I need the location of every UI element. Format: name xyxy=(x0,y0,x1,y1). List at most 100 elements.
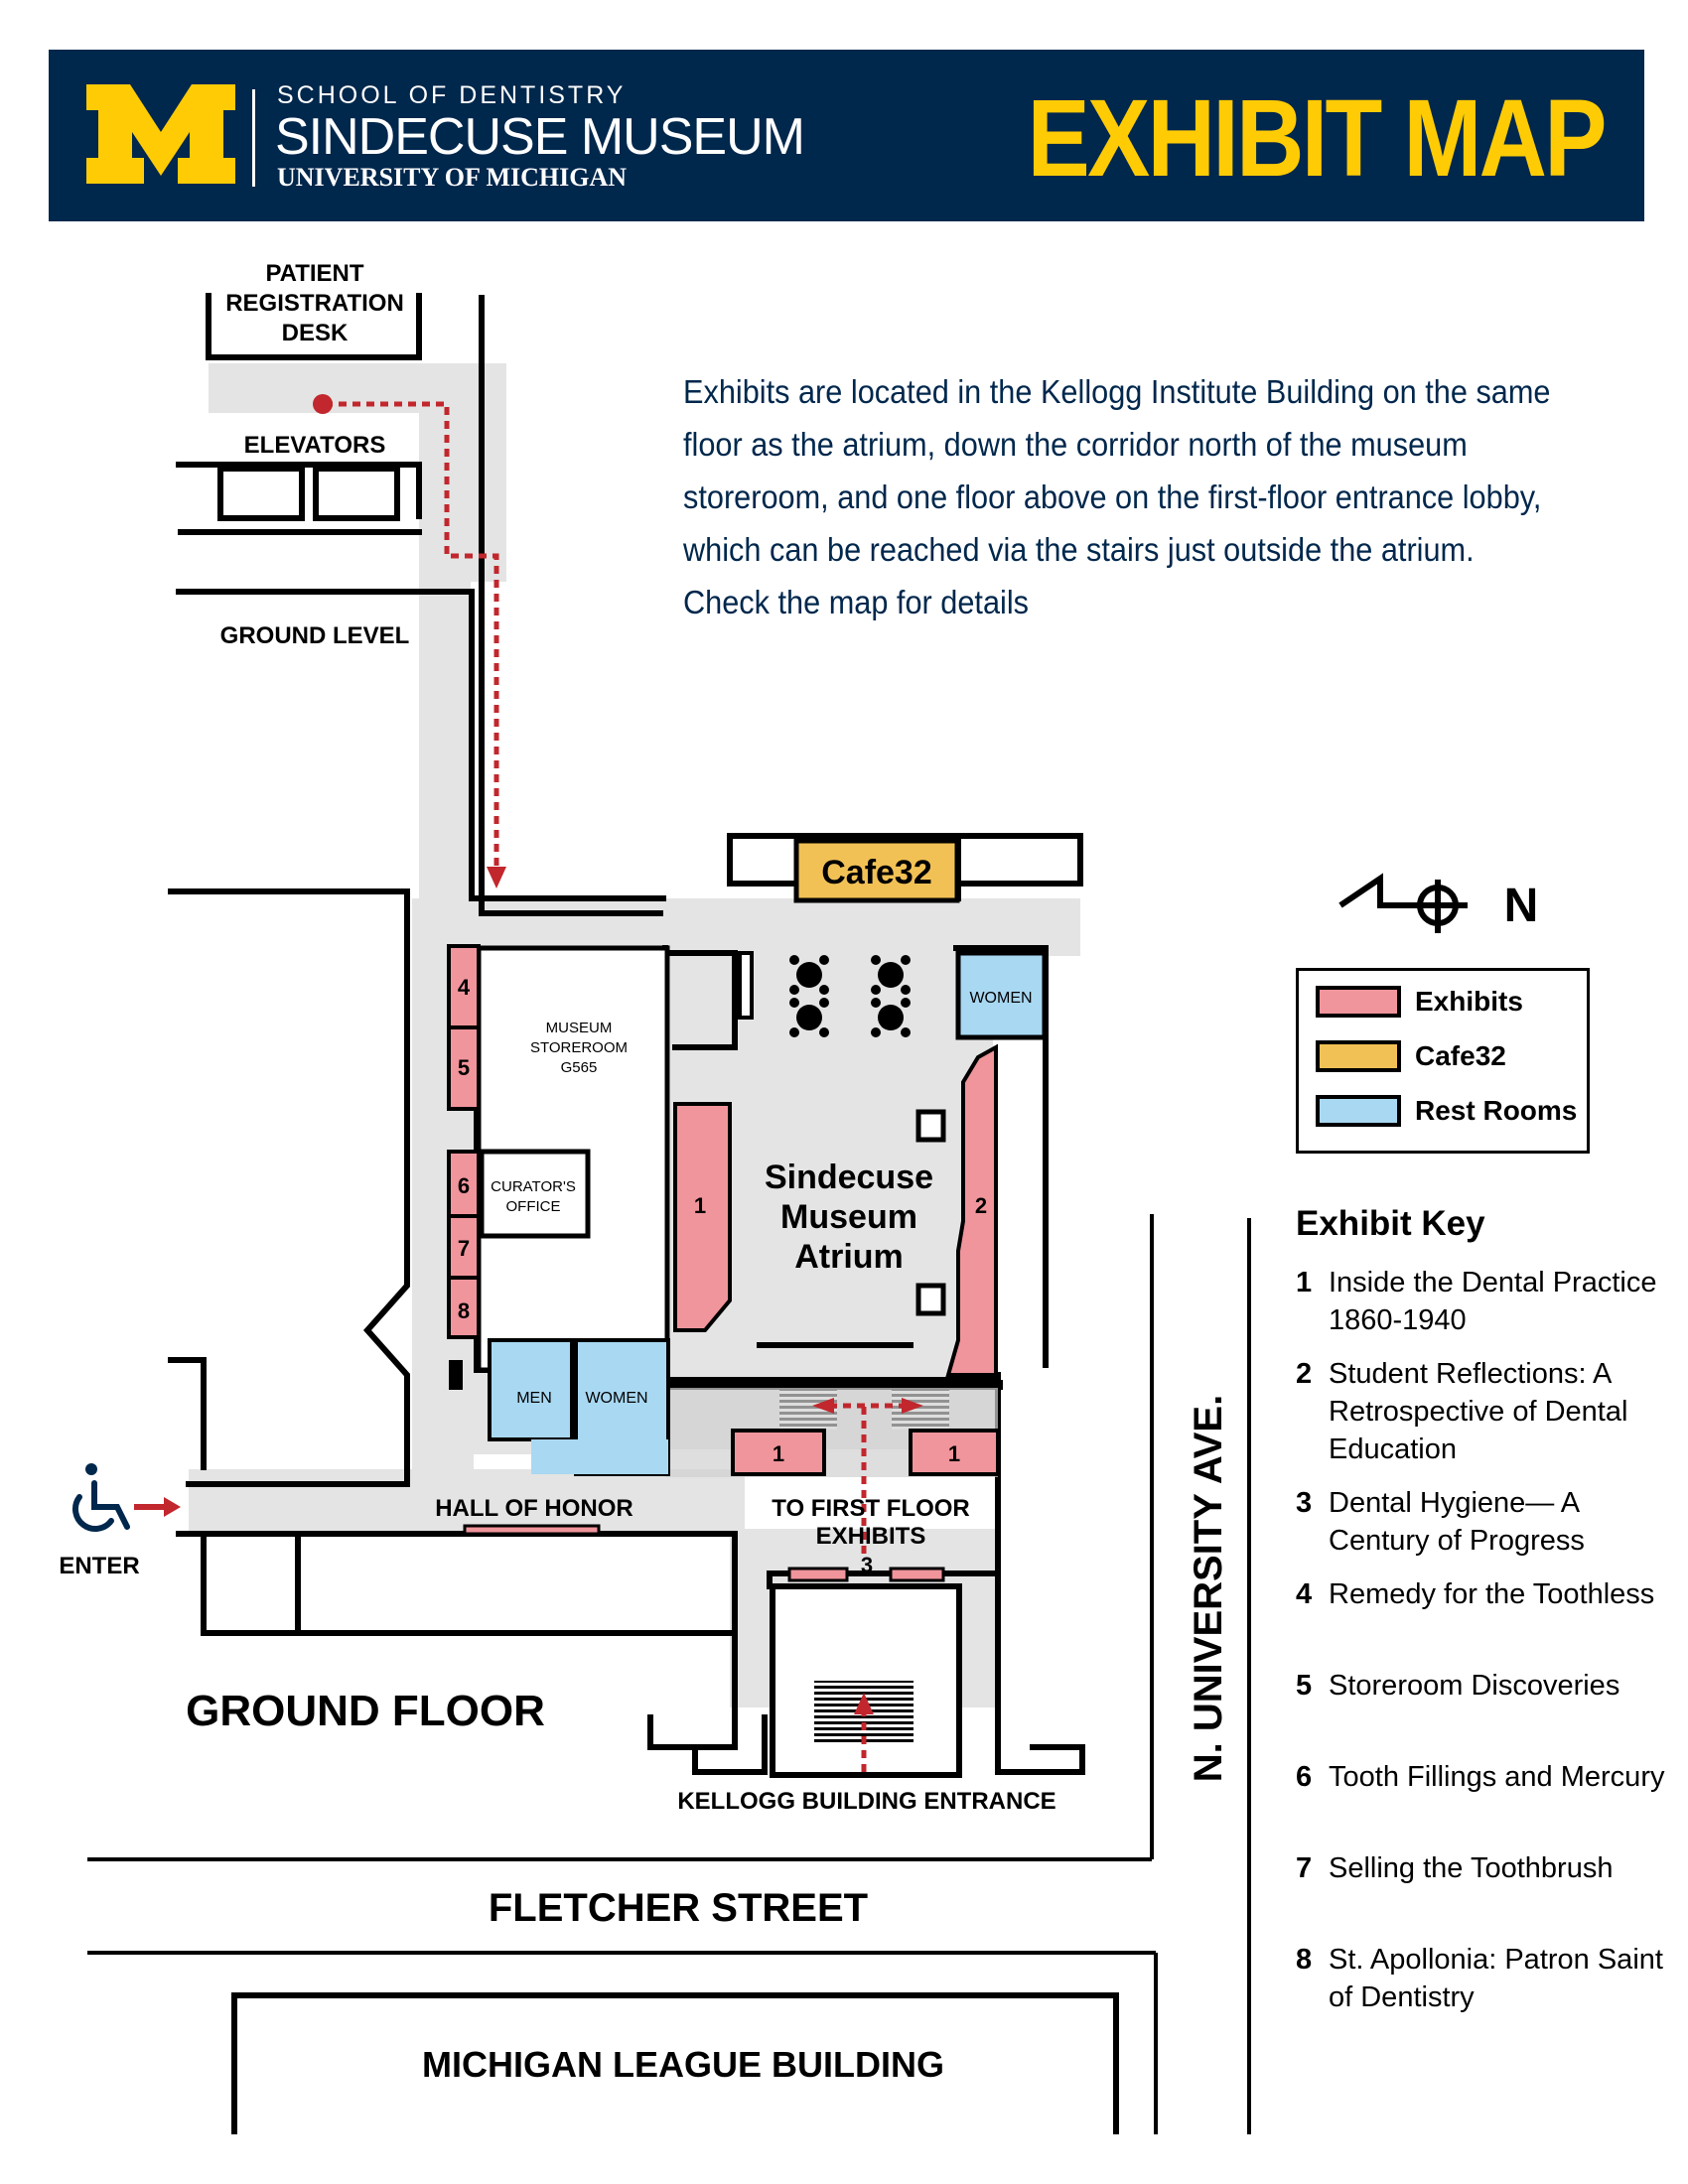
key-item: 5 Storeroom Discoveries xyxy=(1296,1667,1673,1758)
legend-swatch-cafe xyxy=(1316,1040,1401,1072)
atrium-column-1 xyxy=(915,1109,946,1143)
legend-swatch-exhibits xyxy=(1316,986,1401,1018)
north-label: N xyxy=(1504,880,1539,932)
school-name: SCHOOL OF DENTISTRY xyxy=(277,81,627,109)
legend-label: Cafe32 xyxy=(1415,1040,1506,1071)
elevator-shafts xyxy=(217,466,400,521)
key-item: 8 St. Apollonia: Patron Saint of Dentistr… xyxy=(1296,1941,1673,2032)
route-arrow-right xyxy=(902,1398,923,1414)
exhibit-3-left xyxy=(787,1567,849,1582)
enter-label: ENTER xyxy=(59,1553,139,1579)
legend-label: Rest Rooms xyxy=(1415,1095,1578,1126)
key-text: Student Reflections: A Retrospective of … xyxy=(1329,1358,1628,1465)
exhibit-number-5: 5 xyxy=(458,1055,470,1080)
women-top-label: WOMEN xyxy=(969,990,1032,1007)
storeroom-label-3: G565 xyxy=(561,1059,598,1076)
key-item: 6 Tooth Fillings and Mercury xyxy=(1296,1758,1673,1849)
wall-block xyxy=(449,1360,463,1390)
streets xyxy=(87,1214,1251,2134)
storeroom-label-2: STOREROOM xyxy=(530,1039,628,1056)
legend-exhibits: Exhibits xyxy=(1316,986,1523,1018)
key-text: Inside the Dental Practice 1860-1940 xyxy=(1329,1267,1657,1336)
atrium-tables xyxy=(789,955,911,1037)
elevators-label: ELEVATORS xyxy=(244,432,386,459)
key-number: 7 xyxy=(1296,1852,1313,1884)
atrium-label-2: Museum xyxy=(780,1198,917,1236)
exhibit-number-2: 2 xyxy=(975,1193,987,1218)
legend-label: Exhibits xyxy=(1415,986,1523,1017)
museum-name: SINDECUSE MUSEUM xyxy=(275,108,805,166)
key-number: 2 xyxy=(1296,1358,1313,1390)
exhibit-2-atrium xyxy=(945,1043,998,1377)
atrium-label-1: Sindecuse xyxy=(765,1159,933,1196)
key-number: 8 xyxy=(1296,1944,1313,1976)
legend-restrooms: Rest Rooms xyxy=(1316,1095,1577,1127)
kellogg-entrance-label: KELLOGG BUILDING ENTRANCE xyxy=(677,1788,1055,1815)
hall-of-honor-label: HALL OF HONOR xyxy=(435,1495,633,1522)
exhibit-number-1-right: 1 xyxy=(948,1441,960,1466)
key-number: 5 xyxy=(1296,1670,1313,1702)
patient-desk-label-2: REGISTRATION xyxy=(225,290,404,317)
ground-floor-label: GROUND FLOOR xyxy=(186,1687,545,1735)
cafe-room xyxy=(793,838,960,903)
route-start-dot xyxy=(313,394,333,414)
key-number: 3 xyxy=(1296,1487,1313,1519)
key-item: 3 Dental Hygiene— A Century of Progress xyxy=(1296,1484,1673,1575)
atrium-window xyxy=(738,951,754,1020)
women-bottom-label: WOMEN xyxy=(585,1390,647,1407)
restroom-women-top xyxy=(955,950,1048,1040)
key-text: Remedy for the Toothless xyxy=(1329,1578,1655,1610)
legend-box: Exhibits Cafe32 Rest Rooms xyxy=(1296,968,1590,1154)
storeroom-label-1: MUSEUM xyxy=(546,1020,613,1036)
exhibit-number-6: 6 xyxy=(458,1173,470,1198)
exhibit-8 xyxy=(447,1276,481,1339)
curator-office xyxy=(479,1149,591,1239)
exhibit-number-3: 3 xyxy=(861,1553,873,1577)
cafe-label: Cafe32 xyxy=(821,854,932,891)
to-first-floor-label-2: EXHIBITS xyxy=(816,1523,926,1550)
exhibit-number-7: 7 xyxy=(458,1236,470,1261)
header-banner: SCHOOL OF DENTISTRY SINDECUSE MUSEUM UNI… xyxy=(49,50,1644,221)
atrium-label-3: Atrium xyxy=(794,1238,904,1276)
key-text: Selling the Toothbrush xyxy=(1329,1852,1614,1884)
key-item: 2 Student Reflections: A Retrospective of… xyxy=(1296,1355,1673,1484)
exhibit-1-left xyxy=(731,1429,826,1476)
fletcher-street-label: FLETCHER STREET xyxy=(489,1886,868,1930)
key-number: 6 xyxy=(1296,1761,1313,1793)
wheelchair-icon xyxy=(72,1463,130,1532)
patient-desk-label-1: PATIENT xyxy=(265,260,363,287)
exhibit-key-title: Exhibit Key xyxy=(1296,1204,1485,1243)
exhibits-left-column xyxy=(447,944,481,1339)
exhibit-5 xyxy=(447,1025,481,1111)
curator-label-1: CURATOR'S xyxy=(491,1178,576,1195)
key-text: Storeroom Discoveries xyxy=(1329,1670,1620,1702)
block-m-logo xyxy=(86,84,235,184)
curator-label-2: OFFICE xyxy=(506,1198,561,1215)
exhibit-1-atrium xyxy=(673,1102,732,1332)
logo-separator xyxy=(252,89,255,187)
route-path xyxy=(325,401,867,1772)
patient-desk-label-3: DESK xyxy=(282,320,349,346)
key-text: Dental Hygiene— A Century of Progress xyxy=(1329,1487,1585,1557)
enter-arrow-head xyxy=(164,1497,181,1517)
restroom-women-lower xyxy=(531,1439,668,1474)
men-label: MEN xyxy=(516,1390,552,1407)
route-arrow-up xyxy=(854,1693,874,1714)
university-ave-label: N. UNIVERSITY AVE. xyxy=(1187,1395,1230,1782)
exhibit-4 xyxy=(447,944,481,1029)
route-arrow-left xyxy=(812,1398,834,1414)
atrium-column-2 xyxy=(915,1283,946,1316)
restroom-men xyxy=(488,1338,574,1441)
intro-text: Exhibits are located in the Kellogg Inst… xyxy=(683,373,1551,620)
page-title: EXHIBIT MAP xyxy=(1027,77,1608,200)
legend-swatch-restrooms xyxy=(1316,1095,1401,1127)
key-text: St. Apollonia: Patron Saint of Dentistry xyxy=(1329,1944,1663,2013)
key-number: 1 xyxy=(1296,1267,1313,1298)
hall-of-honor-exhibit xyxy=(463,1524,601,1536)
legend-cafe: Cafe32 xyxy=(1316,1040,1506,1072)
route-arrow-down xyxy=(487,867,506,888)
key-text: Tooth Fillings and Mercury xyxy=(1329,1761,1665,1793)
michigan-league-label: MICHIGAN LEAGUE BUILDING xyxy=(422,2044,944,2085)
ground-level-label: GROUND LEVEL xyxy=(220,622,410,649)
